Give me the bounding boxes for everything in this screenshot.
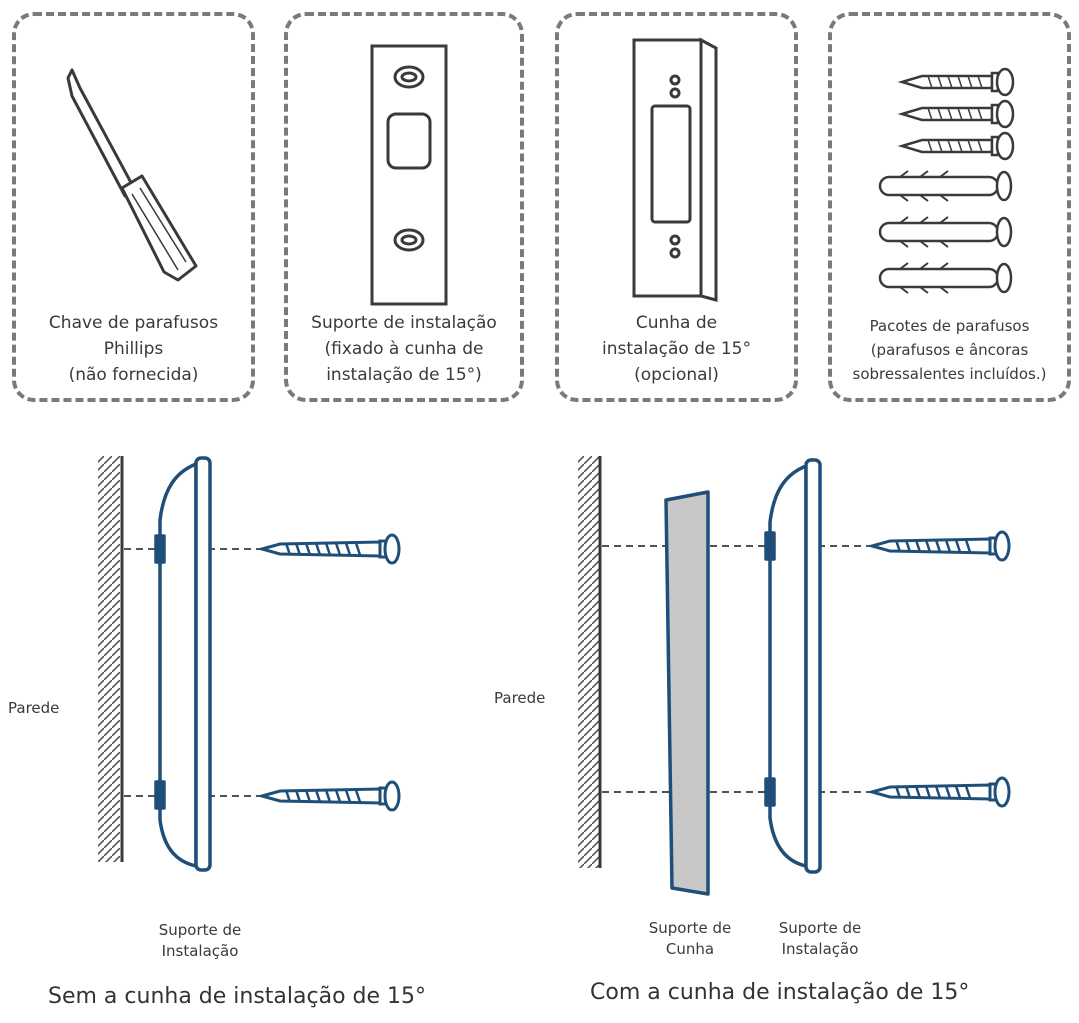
left-screw-top-icon: [260, 533, 401, 565]
panel-wedge: [555, 12, 798, 402]
screwdriver-icon: [66, 68, 198, 282]
right-wedge: [664, 490, 710, 896]
caption-screwdriver: Chave de parafusos Phillips (não forneci…: [48, 313, 219, 385]
panel-screw-packs: [828, 12, 1071, 402]
left-wall-label: Parede: [8, 699, 60, 717]
left-diagram-title: Sem a cunha de instalação de 15°: [48, 984, 427, 1009]
right-wall-label: Parede: [494, 689, 546, 707]
caption-screw-packs: Pacotes de parafusos (parafusos e âncora…: [852, 317, 1047, 383]
wedge-icon: [632, 37, 718, 302]
right-bracket-label: Suporte de Instalação: [778, 919, 862, 958]
mounting-bracket-icon: [370, 44, 448, 306]
panel-mounting-bracket: [284, 12, 524, 402]
caption-mounting-bracket: Suporte de instalação (fixado à cunha de…: [311, 313, 497, 385]
screw-pack-icon: [878, 67, 1015, 294]
right-diagram-title: Com a cunha de instalação de 15°: [590, 980, 970, 1005]
right-wall: [578, 456, 602, 868]
panel-screwdriver: [12, 12, 255, 402]
left-wall: [98, 456, 124, 862]
right-wedge-label: Suporte de Cunha: [648, 919, 732, 958]
left-bracket-label: Suporte de Instalação: [158, 921, 242, 960]
left-mounting-bracket: [154, 456, 212, 872]
left-guide-lines: [124, 548, 262, 797]
right-screw-top-icon: [870, 530, 1011, 562]
right-guide-lines: [602, 545, 872, 793]
right-mounting-bracket: [764, 458, 822, 874]
caption-wedge: Cunha de instalação de 15° (opcional): [602, 313, 751, 385]
left-screw-bottom-icon: [260, 780, 401, 812]
right-screw-bottom-icon: [870, 776, 1011, 808]
